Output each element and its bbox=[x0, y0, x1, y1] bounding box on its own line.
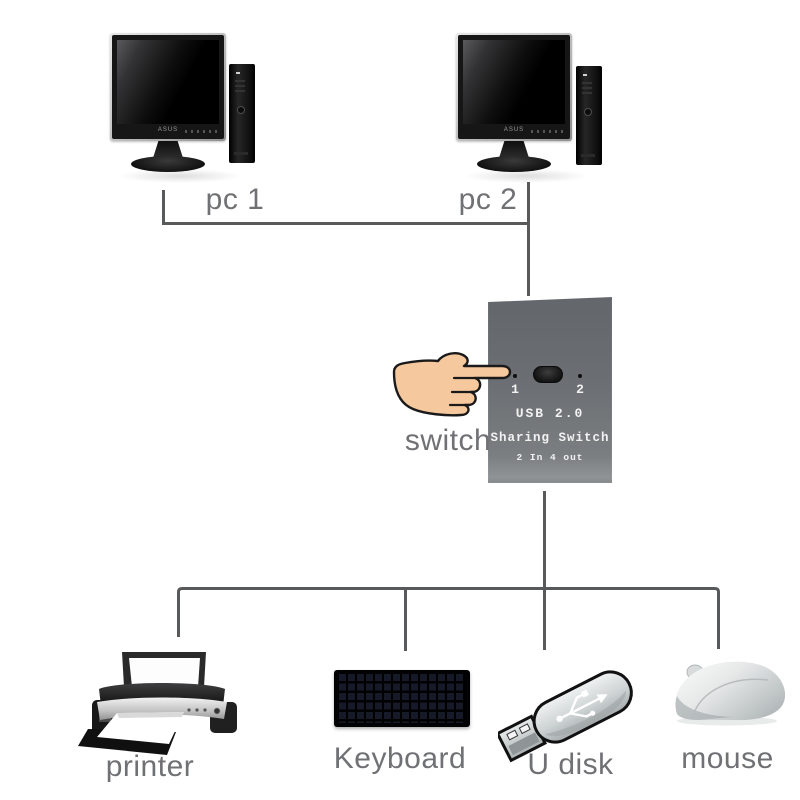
pc1-tower-led bbox=[236, 72, 240, 74]
pc2-label: pc 2 bbox=[458, 183, 518, 216]
mouse-icon bbox=[675, 661, 786, 726]
switch-title-text: USB 2.0 bbox=[515, 406, 585, 421]
keyboard-keys bbox=[339, 674, 465, 723]
udisk-label: U disk bbox=[527, 748, 614, 781]
pc2-monitor-stand bbox=[499, 141, 529, 158]
usb-flash-drive-icon bbox=[498, 670, 633, 763]
pc1-monitor-screen bbox=[117, 40, 219, 124]
switch-select-button[interactable] bbox=[533, 366, 563, 383]
pc2-monitor-brand: ASUS bbox=[503, 127, 525, 133]
pc1-monitor-bezel: ASUS bbox=[112, 35, 224, 139]
pc2-tower-drive-slots bbox=[582, 82, 592, 96]
pc2-tower-icon bbox=[576, 66, 602, 165]
pc2-tower-vent bbox=[581, 154, 595, 157]
pc1-reflection bbox=[118, 169, 242, 183]
pc2-tower-power-button bbox=[584, 108, 592, 116]
pc2-monitor-base bbox=[477, 156, 551, 172]
pc2-monitor-icon: ASUS bbox=[456, 33, 572, 141]
usb-switch-device: 1 2 USB 2.0 Sharing Switch 2 In 4 out bbox=[488, 297, 612, 483]
line-pc1-to-bus bbox=[162, 190, 529, 225]
pointing-hand-icon bbox=[392, 352, 512, 417]
switch-port1-number: 1 bbox=[511, 382, 519, 397]
keyboard-label: Keyboard bbox=[333, 742, 467, 775]
pc1-monitor-stand bbox=[153, 141, 183, 158]
switch-subtitle-text: Sharing Switch bbox=[490, 431, 610, 445]
pc1-monitor-buttons-icon bbox=[185, 130, 217, 133]
pc1-tower-vent bbox=[234, 152, 248, 155]
pc2-monitor-buttons-icon bbox=[531, 130, 563, 133]
printer-icon bbox=[78, 652, 237, 755]
pc1-tower-power-button bbox=[237, 106, 245, 114]
switch-port2-number: 2 bbox=[576, 382, 584, 397]
pc1-monitor-brand: ASUS bbox=[157, 127, 179, 133]
switch-led-2 bbox=[578, 374, 582, 378]
mouse-label: mouse bbox=[681, 742, 774, 775]
keyboard-icon bbox=[334, 670, 470, 727]
line-device-bus bbox=[177, 587, 720, 649]
switch-label: switch bbox=[404, 424, 492, 457]
pc2-monitor-bezel: ASUS bbox=[458, 35, 570, 139]
pc2-tower-led bbox=[583, 74, 587, 76]
pc1-monitor-base bbox=[131, 156, 205, 172]
pc2-monitor-screen bbox=[463, 40, 565, 124]
pc2-reflection bbox=[464, 169, 588, 183]
pc1-monitor-icon: ASUS bbox=[110, 33, 226, 141]
switch-led-1 bbox=[513, 374, 517, 378]
pc1-tower-icon bbox=[229, 64, 255, 163]
printer-label: printer bbox=[105, 750, 195, 783]
pc1-tower-drive-slots bbox=[235, 80, 245, 94]
switch-ports-text: 2 In 4 out bbox=[516, 452, 584, 463]
pc1-label: pc 1 bbox=[205, 183, 265, 216]
